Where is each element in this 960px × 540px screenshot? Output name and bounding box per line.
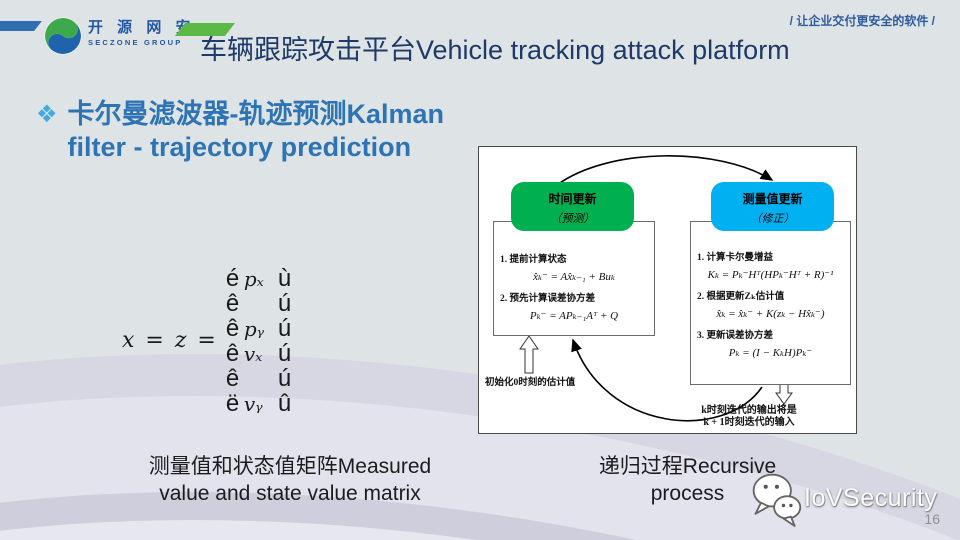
correct-step-label: 1. 计算卡尔曼增益 <box>697 253 774 263</box>
bracket-glyph: ú <box>277 340 292 367</box>
bullet-line2: filter - trajectory prediction <box>67 132 412 162</box>
equation-lhs: x = z = <box>122 328 218 353</box>
bracket-glyph: ê <box>225 340 240 367</box>
time-update-title: 时间更新 <box>548 192 597 206</box>
matrix-row: ë vᵧ û <box>226 391 294 416</box>
predict-equations-box: 1. 提前计算状态 x̂ₖ⁻ = Ax̂ₖ₋₁ + Buₖ 2. 预先计算误差协… <box>493 221 655 336</box>
bracket-glyph: ú <box>277 290 292 317</box>
matrix-row: ê ú <box>226 291 294 316</box>
caption-right-line2: process <box>650 482 725 505</box>
matrix-row: é pₓ ù <box>226 266 294 291</box>
decor-blue-parallelogram <box>0 21 42 31</box>
measurement-update-node: 测量值更新 （修正） <box>711 182 834 231</box>
caption-left-line2: value and state value matrix <box>159 482 421 505</box>
matrix-entry: vₓ <box>243 341 263 366</box>
caption-right-line1: 递归过程Recursive <box>598 455 777 478</box>
wechat-account-block: IoVSecurity <box>748 468 937 528</box>
matrix-entry: pₓ <box>243 266 264 291</box>
time-update-subtitle: （预测） <box>550 213 595 225</box>
bullet-item: ❖ 卡尔曼滤波器-轨迹预测Kalman filter - trajectory … <box>36 98 444 164</box>
bracket-glyph: û <box>277 390 292 417</box>
time-update-node: 时间更新 （预测） <box>511 182 634 231</box>
caption-measured-matrix: 测量值和状态值矩阵Measured value and state value … <box>105 453 475 507</box>
predict-step-label: 1. 提前计算状态 <box>500 255 567 265</box>
page-title: 车辆跟踪攻击平台Vehicle tracking attack platform <box>200 35 790 65</box>
bracket-glyph: ú <box>277 315 292 342</box>
predict-step-equation: Pₖ⁻ = APₖ₋₁Aᵀ + Q <box>529 310 619 322</box>
matrix-row: ê vₓ ú <box>226 341 294 366</box>
caption-recursive-process: 递归过程Recursive process <box>580 453 795 507</box>
matrix-entry: pᵧ <box>243 316 265 341</box>
kalman-diagram-panel: 1. 提前计算状态 x̂ₖ⁻ = Ax̂ₖ₋₁ + Buₖ 2. 预先计算误差协… <box>478 146 857 434</box>
brand-block: 开 源 网 安 SECZONE GROUP <box>88 20 196 47</box>
diagram-arrows <box>519 155 793 422</box>
state-vector-equation: x = z = é pₓ ù ê ú ê pᵧ ú ê vₓ ú <box>122 266 294 416</box>
measurement-update-title: 测量值更新 <box>742 192 803 206</box>
bracket-glyph: é <box>225 265 240 292</box>
wechat-account-name: IoVSecurity <box>804 483 938 512</box>
predict-to-correct-arrow <box>556 155 774 186</box>
correct-step-label: 3. 更新误差协方差 <box>697 331 774 341</box>
brand-name-en: SECZONE GROUP <box>88 38 183 47</box>
correct-step-equation: Kₖ = Pₖ⁻Hᵀ(HPₖ⁻Hᵀ + R)⁻¹ <box>707 269 834 281</box>
matrix-row: ê pᵧ ú <box>226 316 294 341</box>
predict-step-equation: x̂ₖ⁻ = Ax̂ₖ₋₁ + Buₖ <box>533 271 615 283</box>
bullet-line1: 卡尔曼滤波器-轨迹预测Kalman <box>67 99 445 129</box>
matrix-row: ê ú <box>226 366 294 391</box>
bracket-glyph: ê <box>225 315 240 342</box>
diamond-bullet-icon: ❖ <box>36 101 58 128</box>
output-down-block-arrow-icon <box>775 382 793 405</box>
bracket-glyph: ê <box>225 290 240 317</box>
bracket-glyph: ê <box>225 365 240 392</box>
matrix-bracket-column: é pₓ ù ê ú ê pᵧ ú ê vₓ ú ê ú <box>226 266 294 416</box>
correct-to-predict-arrow <box>571 338 763 422</box>
iteration-loop-label: k时刻迭代的输出将是 k + 1时刻迭代的输入 <box>669 405 829 429</box>
correct-step-label: 2. 根据更新Zₖ估计值 <box>697 292 785 302</box>
loop-label-line2: k + 1时刻迭代的输入 <box>703 417 795 428</box>
correct-step-equation: Pₖ = (I − KₖH)Pₖ⁻ <box>728 347 813 359</box>
caption-left-line1: 测量值和状态值矩阵Measured <box>148 455 432 478</box>
correct-step-equation: x̂ₖ = x̂ₖ⁻ + K(zₖ − Hx̂ₖ⁻) <box>716 308 825 320</box>
predict-step-label: 2. 预先计算误差协方差 <box>500 294 596 304</box>
init-estimate-label: 初始化0时刻的估计值 <box>485 378 576 388</box>
bracket-glyph: ú <box>277 365 292 392</box>
measurement-update-subtitle: （修正） <box>750 213 795 225</box>
company-slogan: / 让企业交付更安全的软件 / <box>789 14 935 28</box>
page-number: 16 <box>924 511 940 527</box>
wechat-icon <box>752 473 802 527</box>
brand-name-cn: 开 源 网 安 <box>88 19 196 36</box>
correct-equations-box: 1. 计算卡尔曼增益 Kₖ = Pₖ⁻Hᵀ(HPₖ⁻Hᵀ + R)⁻¹ 2. 根… <box>690 221 851 385</box>
matrix-entry: vᵧ <box>243 391 263 416</box>
seczone-logo-icon <box>44 17 82 55</box>
bracket-glyph: ù <box>277 265 292 292</box>
init-up-block-arrow-icon <box>519 335 539 374</box>
bracket-glyph: ë <box>225 390 240 417</box>
loop-label-line1: k时刻迭代的输出将是 <box>701 405 797 416</box>
bullet-text: 卡尔曼滤波器-轨迹预测Kalman filter - trajectory pr… <box>68 98 445 164</box>
